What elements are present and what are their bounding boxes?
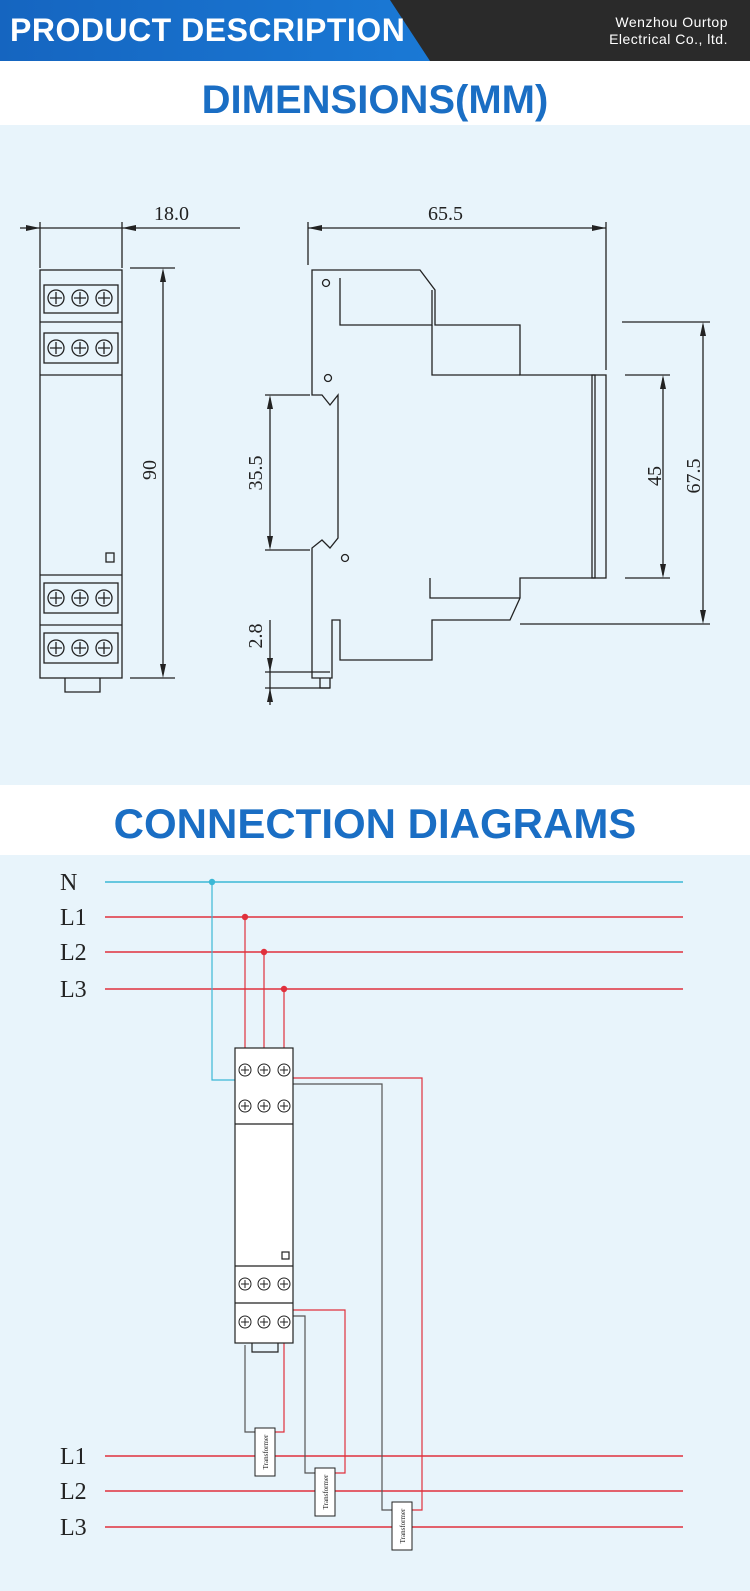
dimensions-title: DIMENSIONS(MM) — [201, 78, 549, 122]
label-l1-top: L1 — [60, 905, 87, 931]
dim-body-height-label: 67.5 — [683, 459, 705, 494]
company-line-1: Wenzhou Ourtop — [615, 14, 728, 30]
dimensions-drawing: 18.0 65.5 90 35.5 2.8 45 67.5 — [20, 203, 710, 705]
transformer-l3-label: Transformer — [399, 1508, 407, 1543]
wire-ct2-red — [284, 1309, 346, 1474]
transformer-l3 — [391, 1501, 413, 1551]
dim-clip-label: 2.8 — [245, 624, 267, 649]
dim-depth-label: 65.5 — [428, 203, 463, 225]
header-title: PRODUCT DESCRIPTION — [10, 12, 406, 48]
dim-width-label: 18.0 — [154, 203, 189, 225]
relay-terminals — [238, 1063, 291, 1329]
label-l1-bottom: L1 — [60, 1444, 87, 1470]
transformer-l2-label: Transformer — [322, 1474, 330, 1509]
dimensions-panel: 18.0 65.5 90 35.5 2.8 45 67.5 — [0, 125, 750, 785]
wire-ct2-black — [290, 1315, 315, 1474]
label-l2-top: L2 — [60, 940, 87, 966]
connection-panel: N L1 L2 L3 L1 L2 L3 — [0, 855, 750, 1591]
side-view — [311, 269, 607, 689]
label-n: N — [60, 870, 77, 896]
relay-module — [234, 1047, 294, 1353]
transformer-l1-label: Transformer — [262, 1434, 270, 1469]
wire-ct1-black — [244, 1345, 255, 1433]
label-l2-bottom: L2 — [60, 1479, 87, 1505]
front-view — [39, 269, 123, 693]
front-terminals-top — [43, 284, 119, 364]
header-accent — [0, 0, 430, 61]
dim-rail-label: 35.5 — [245, 456, 267, 491]
connection-diagram: N L1 L2 L3 L1 L2 L3 — [60, 870, 683, 1551]
company-line-2: Electrical Co., ltd. — [609, 31, 728, 47]
dim-front-height-label: 45 — [644, 466, 666, 486]
company-name: Wenzhou Ourtop Electrical Co., ltd. — [609, 14, 728, 48]
label-l3-top: L3 — [60, 977, 87, 1003]
transformer-l1 — [254, 1427, 276, 1477]
label-l3-bottom: L3 — [60, 1515, 87, 1541]
connection-title: CONNECTION DIAGRAMS — [113, 800, 637, 847]
dimension-arrows — [26, 225, 706, 702]
header-bar: PRODUCT DESCRIPTION Wenzhou Ourtop Elect… — [0, 0, 750, 61]
front-terminals-bottom — [43, 582, 119, 664]
front-led-indicator — [105, 552, 115, 563]
wire-n — [211, 882, 245, 1081]
wire-ct1-red — [270, 1330, 285, 1433]
front-body-outline — [39, 269, 123, 679]
transformer-l2 — [314, 1467, 336, 1517]
wire-ct3-red — [284, 1077, 423, 1511]
wire-ct3-black — [290, 1083, 392, 1511]
dim-height-label: 90 — [139, 460, 161, 480]
